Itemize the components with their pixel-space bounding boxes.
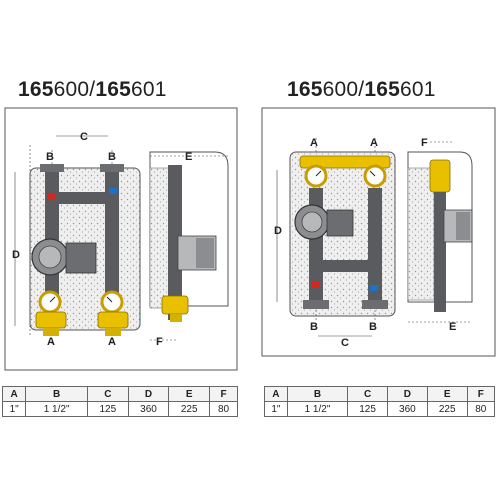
right-dim-a: A [310,137,318,149]
table-header-cell: D [386,386,428,402]
left-pipe-cross [45,192,119,204]
table-header-cell: D [127,386,170,402]
right-dim-b-2: B [369,321,377,333]
model-title-left: 165600/165601 [18,78,167,101]
dimensions-table-left: A B C D E F 1" 1 1/2" 125 360 225 80 [1,386,238,417]
table-header-row: A B C D E F [1,386,238,402]
table-row: 1" 1 1/2" 125 360 225 80 [1,401,238,417]
table-header-cell: F [466,386,496,402]
left-pump-motor [65,242,97,274]
left-brass-fitting [35,311,67,329]
right-dim-d: D [274,225,282,237]
table-header-cell: E [168,386,211,402]
right-blue-marker [370,285,378,291]
left-dim-d: D [12,249,20,261]
table-cell: 1 1/2" [25,401,88,417]
table-cell: 80 [466,401,496,417]
table-header-cell: E [426,386,468,402]
table-header-cell: B [25,386,88,402]
right-dim-e: E [449,321,456,333]
table-header-cell: A [1,386,27,402]
table-header-cell: B [286,386,349,402]
table-cell: 1" [1,401,27,417]
right-side-pipe [434,192,446,312]
left-dim-f: F [156,336,163,348]
left-brass-fitting-2 [97,311,129,329]
left-dim-e: E [185,151,192,163]
dimensions-table-right: A B C D E F 1" 1 1/2" 125 360 225 80 [264,386,496,417]
table-header-cell: C [347,386,388,402]
right-red-marker [311,281,319,287]
right-brass-header [299,155,391,169]
left-pipe-cap-left [40,164,64,172]
left-dim-a: A [47,336,55,348]
right-dim-c: C [341,337,349,349]
right-station-drawing: A A F D B B C E [261,107,496,357]
table-cell: 80 [209,401,238,417]
table-header-cell: F [209,386,238,402]
table-cell: 225 [168,401,211,417]
left-dim-b: B [46,151,54,163]
right-pipe-cross [320,260,370,272]
table-cell: 1" [264,401,288,417]
table-cell: 360 [127,401,170,417]
left-blue-marker [109,188,117,194]
table-header-cell: C [86,386,129,402]
left-pipe-supply [45,170,59,300]
left-dim-a-2: A [108,336,116,348]
right-side-brass [429,159,451,193]
left-red-marker [47,193,55,199]
model-title-right: 165600/165601 [287,78,436,101]
left-side-brass [161,295,189,315]
left-dim-c: C [80,131,88,143]
right-dim-b: B [310,321,318,333]
table-row: 1" 1 1/2" 125 360 225 80 [264,401,496,417]
right-pipe-return [368,188,382,304]
left-side-pipe [168,165,182,320]
table-cell: 1 1/2" [286,401,349,417]
right-dim-a-2: A [370,137,378,149]
table-cell: 125 [86,401,129,417]
table-cell: 125 [347,401,388,417]
left-dim-b-2: B [108,151,116,163]
left-station-drawing: C B B D A A E F [4,107,238,371]
left-pipe-cap-right [100,164,124,172]
table-cell: 225 [426,401,468,417]
table-header-row: A B C D E F [264,386,496,402]
right-pump-motor [326,209,354,237]
right-dim-f: F [421,137,428,149]
table-header-cell: A [264,386,288,402]
table-cell: 360 [386,401,428,417]
